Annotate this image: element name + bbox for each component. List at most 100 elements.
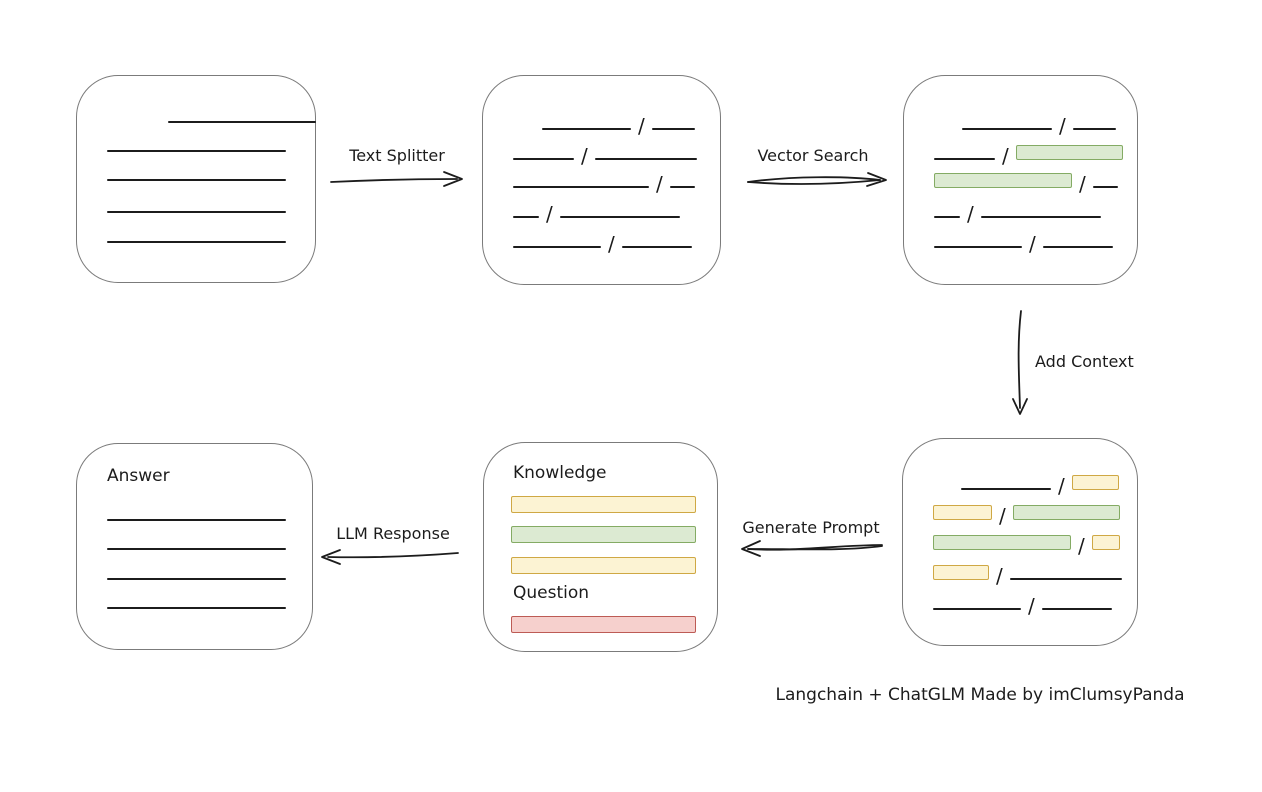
chunk-row: / [961,473,1119,496]
generate-prompt-label: Generate Prompt [742,518,880,537]
text-line [168,121,316,123]
yellow-chunk-highlight [933,565,989,580]
text-line [651,128,695,130]
slash-separator: / [996,564,1003,588]
context-chunks-node: / / / / / [902,438,1138,646]
chunk-row: / [542,113,695,136]
text-line [934,158,995,160]
chunk-row: / [513,231,692,254]
slash-separator: / [608,232,615,256]
green-chunk-highlight [933,535,1071,550]
chunk-row: / [933,503,1120,526]
generate-prompt-arrow [747,544,883,551]
slash-separator: / [1059,114,1066,138]
chunk-row: / [513,143,697,166]
green-chunk-highlight [1012,505,1120,520]
prompt-node: Knowledge Question [483,442,718,652]
red-bar [511,616,696,633]
slash-separator: / [1058,474,1065,498]
text-line [961,488,1051,490]
yellow-chunk-highlight [933,505,992,520]
text-line [107,607,286,609]
slash-separator: / [1029,232,1036,256]
yellow-bar [511,557,696,574]
slash-separator: / [546,202,553,226]
slash-separator: / [1078,534,1085,558]
green-chunk-highlight [1015,145,1123,160]
chunk-row: / [962,113,1116,136]
knowledge-label: Knowledge [513,463,607,483]
text-line [1041,608,1112,610]
text-line [934,216,960,218]
text-line [107,150,286,152]
text-line [107,548,286,550]
chunk-row: / [934,143,1123,166]
generate-prompt-arrowhead-icon [741,540,761,557]
text-line [107,211,286,213]
slash-separator: / [1079,172,1086,196]
yellow-bar [511,496,696,513]
text-line [542,128,631,130]
text-line [934,246,1022,248]
vector-search-arrow-lower [747,179,881,185]
green-bar [511,526,696,543]
text-line [594,158,697,160]
slash-separator: / [1002,144,1009,168]
text-line [669,186,695,188]
chunk-row: / [933,563,1122,586]
llm-response-label: LLM Response [336,524,450,543]
llm-response-arrowhead-icon [321,549,341,565]
text-splitter-arrowhead-icon [443,171,463,187]
green-chunk-highlight [934,173,1072,188]
text-line [107,519,286,521]
text-line [513,216,539,218]
text-line [962,128,1052,130]
diagram-caption: Langchain + ChatGLM Made by imClumsyPand… [775,685,1185,705]
text-line [1009,578,1122,580]
text-line [1072,128,1116,130]
vector-search-label: Vector Search [757,146,869,165]
text-line [933,608,1021,610]
add-context-arrow [1017,310,1022,409]
answer-label: Answer [107,466,170,486]
text-line [1042,246,1113,248]
text-line [107,179,286,181]
text-line [107,241,286,243]
vector-search-arrowhead-icon [866,172,887,187]
text-splitter-label: Text Splitter [349,146,445,165]
chunk-row: / [933,593,1112,616]
yellow-chunk-highlight [1071,475,1119,490]
text-line [107,578,286,580]
chunk-row: / [934,171,1118,194]
vector-search-arrow [747,176,881,183]
retrieved-chunks-node: / / / / / [903,75,1138,285]
slash-separator: / [581,144,588,168]
text-line [621,246,692,248]
chunk-row: / [933,533,1120,556]
add-context-arrowhead-icon [1012,398,1028,415]
slash-separator: / [999,504,1006,528]
text-line [513,246,601,248]
answer-node: Answer [76,443,313,650]
slash-separator: / [656,172,663,196]
text-line [980,216,1101,218]
slash-separator: / [1028,594,1035,618]
question-label: Question [513,583,590,603]
text-line [559,216,680,218]
llm-response-arrow [327,552,459,559]
text-line [513,158,574,160]
chunk-row: / [934,231,1113,254]
text-line [513,186,649,188]
slash-separator: / [638,114,645,138]
text-line [1092,186,1118,188]
chunk-row: / [513,201,680,224]
chunk-row: / [513,171,695,194]
document-node [76,75,316,283]
split-chunks-node: / / / / / [482,75,721,285]
generate-prompt-arrow-lower [747,545,883,551]
chunk-row: / [934,201,1101,224]
yellow-chunk-highlight [1091,535,1120,550]
add-context-label: Add Context [1035,352,1134,371]
text-splitter-arrow [330,178,458,183]
